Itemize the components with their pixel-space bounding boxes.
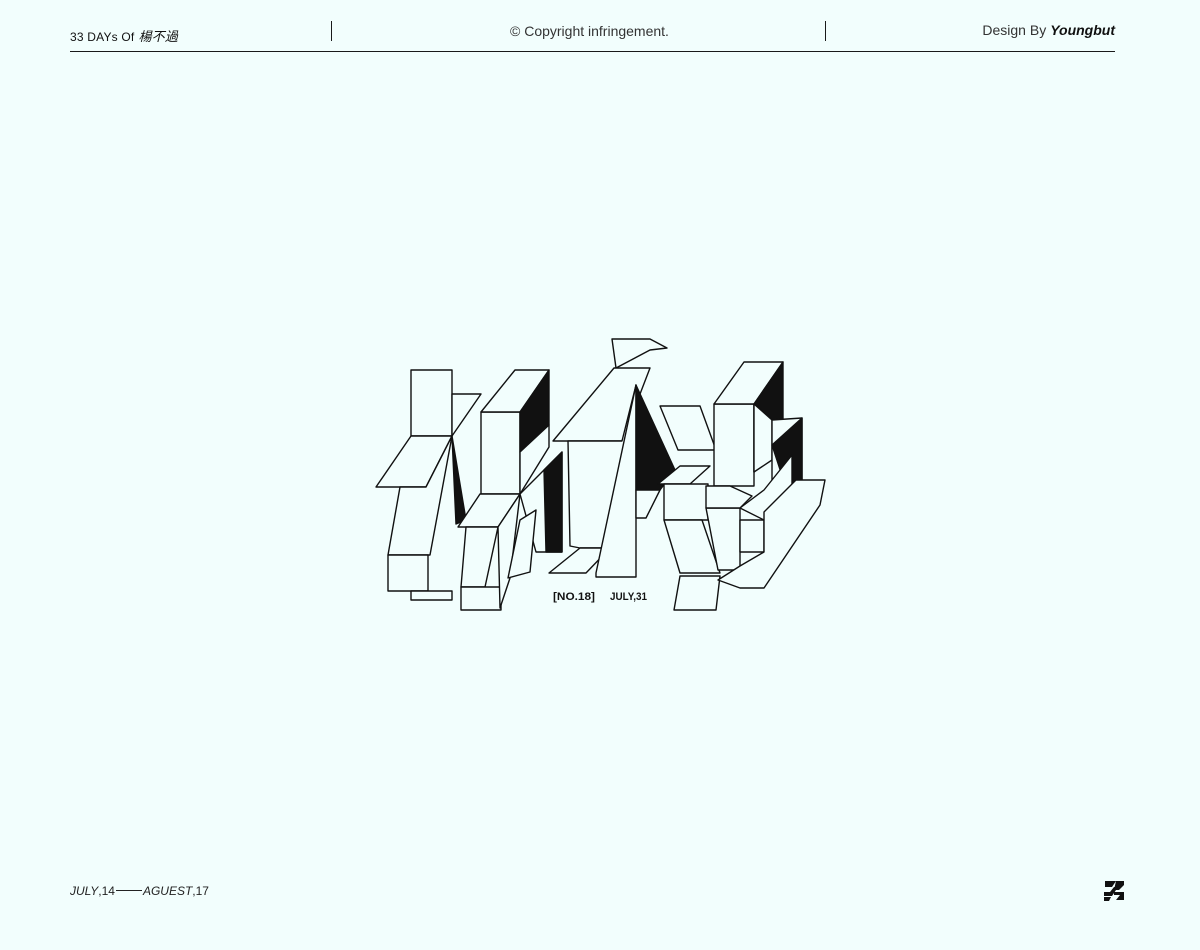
range-dash	[115, 890, 142, 892]
series-title-cn: 楊不過	[138, 29, 179, 44]
artwork-number-label: [NO.18]	[553, 591, 595, 603]
end-day: ,17	[192, 884, 209, 898]
end-month: AGUEST	[142, 884, 193, 898]
header-divider-left	[331, 21, 332, 41]
date-range: JULY,14 AGUEST,17	[70, 884, 209, 898]
start-day: ,14	[98, 884, 115, 898]
header-divider-right	[825, 21, 826, 41]
author-name: Youngbut	[1050, 22, 1115, 38]
start-month: JULY	[70, 884, 99, 898]
series-title-text: 33 DAYs Of	[70, 30, 135, 44]
artwork-date-label: JULY,31	[610, 591, 647, 603]
logo-mark-icon	[1104, 881, 1124, 901]
design-by-label: Design By	[982, 22, 1047, 38]
copyright-notice: © Copyright infringement.	[510, 23, 669, 39]
typographic-artwork: [NO.18] JULY,31	[375, 338, 826, 611]
